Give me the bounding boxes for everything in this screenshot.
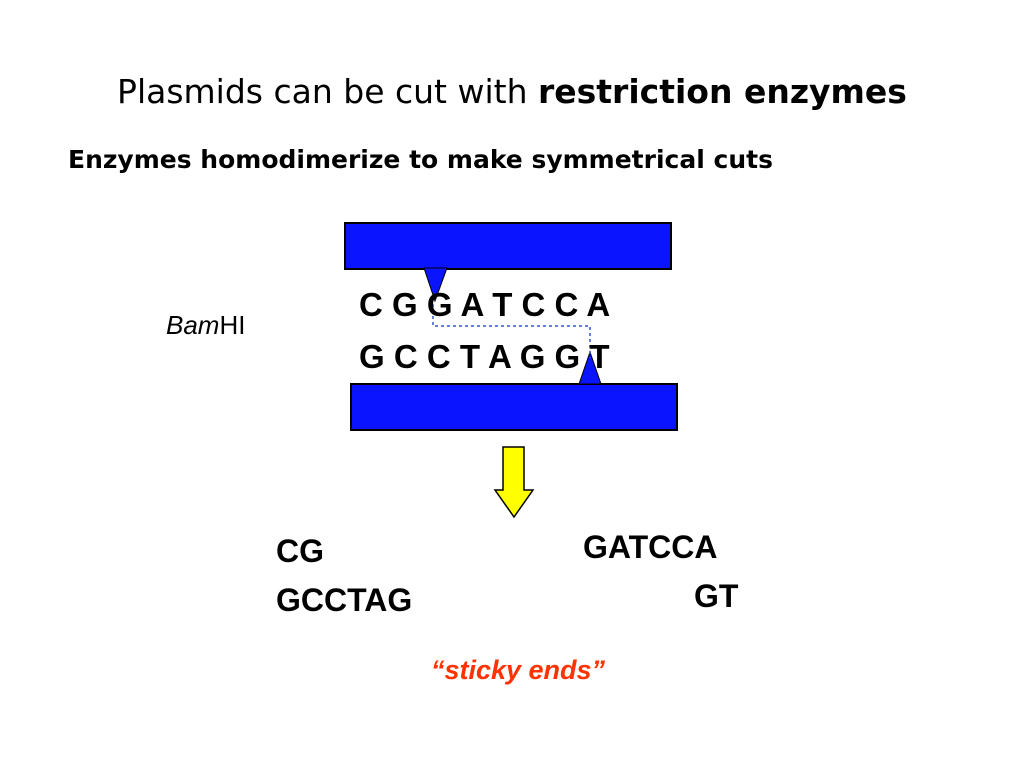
bottom-cut-wedge <box>578 350 602 385</box>
fragment-right-bottom: GT <box>694 578 739 614</box>
staggered-cut-line <box>432 298 591 358</box>
enzyme-name-italic: Bam <box>166 310 220 340</box>
fragment-left-top: CG <box>276 533 324 569</box>
down-arrow <box>493 446 535 519</box>
enzyme-name-plain: HI <box>219 310 246 340</box>
enzyme-name: BamHI <box>166 310 245 341</box>
dna-top-strand: C G G A T C C A <box>359 286 611 323</box>
fragment-right-top: GATCCA <box>583 529 718 565</box>
title-plain: Plasmids can be cut with <box>117 72 538 111</box>
dna-bottom-strand: G C C T A G G T <box>359 338 610 375</box>
slide-subtitle: Enzymes homodimerize to make symmetrical… <box>68 145 773 174</box>
enzyme-bottom-subunit <box>350 383 678 431</box>
fragment-left-bottom: GCCTAG <box>276 582 413 618</box>
title-bold: restriction enzymes <box>537 72 907 111</box>
enzyme-top-subunit <box>344 222 672 270</box>
top-cut-wedge <box>423 267 448 303</box>
slide-title: Plasmids can be cut with restriction enz… <box>0 72 1024 111</box>
sticky-ends-label: “sticky ends” <box>430 655 606 685</box>
